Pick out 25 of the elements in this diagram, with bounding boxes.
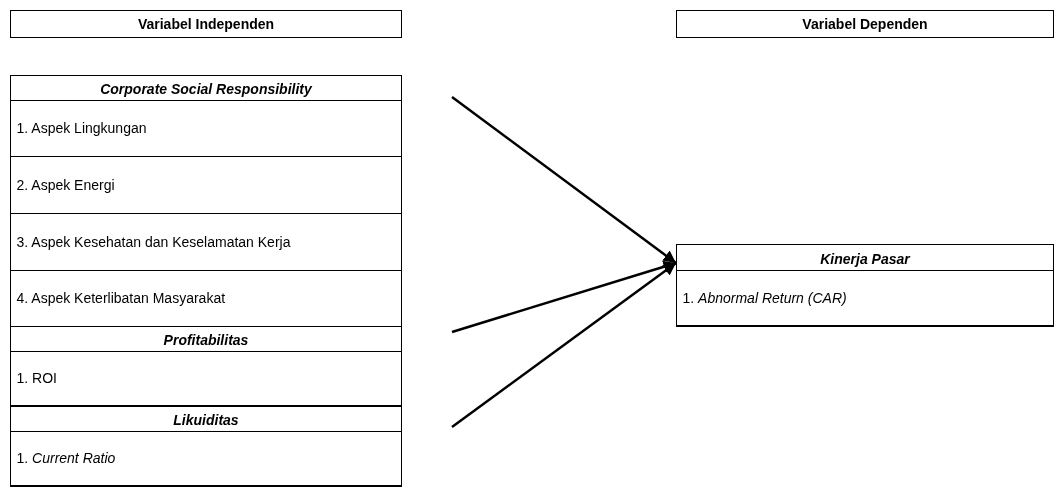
- heading-label: Profitabilitas: [163, 332, 249, 348]
- arrow: [451, 96, 677, 264]
- indicator-label: 1. Abnormal Return (CAR): [682, 289, 847, 306]
- heading-label: Kinerja Pasar: [820, 250, 910, 267]
- indicator-label: 2. Aspek Energi: [16, 176, 115, 193]
- heading-label: Variabel Independen: [137, 15, 275, 32]
- indicator-label: 1. Current Ratio: [16, 450, 116, 466]
- arrow: [451, 260, 677, 334]
- arrow: [451, 262, 677, 428]
- indicator-row: [9, 431, 402, 486]
- heading-box: [10, 10, 402, 38]
- indicator-row: [675, 270, 1054, 326]
- heading-label: Likuiditas: [173, 412, 239, 428]
- heading-box: [676, 10, 1054, 38]
- heading-label: Variabel Dependen: [802, 15, 928, 32]
- indicator-label: 3. Aspek Kesehatan dan Keselamatan Kerja: [16, 233, 291, 250]
- variable-panel: [10, 326, 402, 407]
- heading-label: Corporate Social Responsibility: [100, 81, 312, 97]
- variable-panel: [10, 406, 402, 487]
- indicator-label: 1. Aspek Lingkungan: [16, 120, 147, 136]
- variable-panel: [10, 75, 402, 327]
- indicator-label: 4. Aspek Keterlibatan Masyarakat: [16, 290, 226, 306]
- indicator-row: [9, 351, 402, 406]
- indicator-label: 1. ROI: [16, 370, 57, 386]
- variable-panel: [676, 244, 1054, 327]
